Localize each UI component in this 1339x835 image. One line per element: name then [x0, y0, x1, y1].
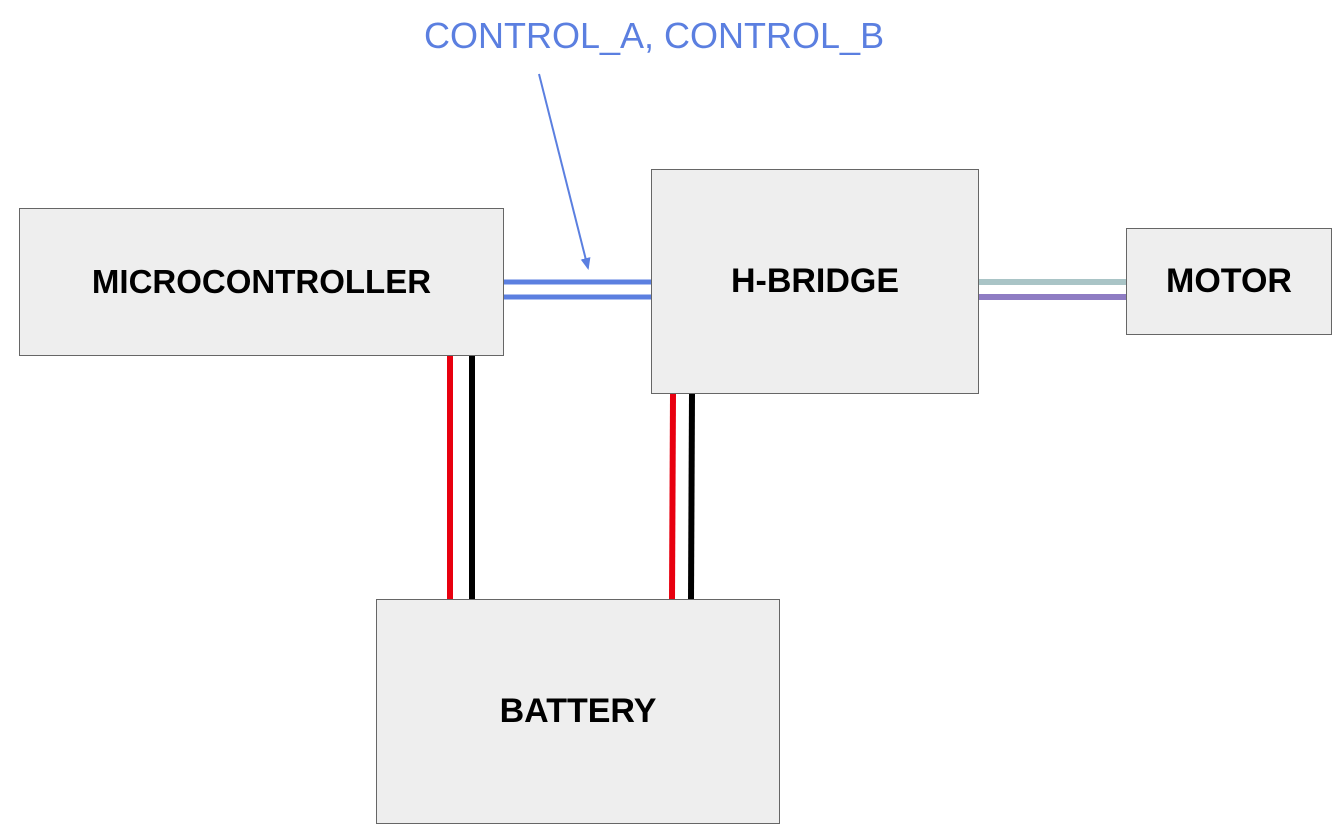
- battery-block: BATTERY: [376, 599, 780, 824]
- motor-label: MOTOR: [1166, 262, 1292, 300]
- motor-block: MOTOR: [1126, 228, 1332, 335]
- battery-label: BATTERY: [499, 692, 657, 730]
- hbridge-power-negative-wire: [688, 393, 695, 600]
- microcontroller-block: MICROCONTROLLER: [19, 208, 504, 356]
- microcontroller-label: MICROCONTROLLER: [91, 263, 432, 300]
- h-bridge-label: H-BRIDGE: [730, 262, 900, 300]
- control-signals-label: CONTROL_A, CONTROL_B: [424, 15, 885, 56]
- annotation-arrow: [538, 73, 591, 270]
- hbridge-power-positive-wire: [669, 393, 676, 600]
- h-bridge-block: H-BRIDGE: [651, 169, 979, 394]
